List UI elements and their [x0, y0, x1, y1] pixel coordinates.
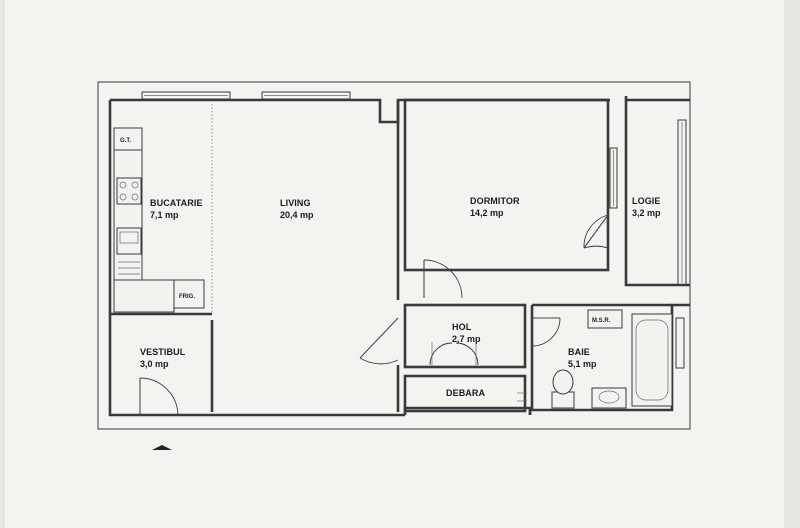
room-logie-area: 3,2 mp — [632, 208, 661, 218]
room-labels: BUCATARIE 7,1 mp LIVING 20,4 mp DORMITOR… — [140, 196, 661, 398]
bathtub-icon — [631, 313, 673, 407]
exterior-walls — [97, 81, 691, 430]
fridge-label: FRIG. — [179, 294, 195, 300]
room-bucatarie-area: 7,1 mp — [150, 210, 179, 220]
room-dormitor-area: 14,2 mp — [470, 208, 504, 218]
room-baie-area: 5,1 mp — [568, 359, 597, 369]
washing-machine-icon — [587, 309, 623, 329]
bathroom-fixtures: M.S.R. — [551, 309, 673, 409]
stove-icon — [116, 177, 142, 205]
room-vestibul-area: 3,0 mp — [140, 359, 169, 369]
fridge-icon — [173, 279, 205, 309]
room-dormitor-name: DORMITOR — [470, 196, 520, 206]
room-hol-area: 2,7 mp — [452, 334, 481, 344]
room-bucatarie-name: BUCATARIE — [150, 198, 203, 208]
washbasin-icon — [591, 387, 627, 409]
gas-boiler-label: G.T. — [120, 138, 131, 144]
entrance-arrow-icon — [152, 445, 172, 450]
room-baie-name: BAIE — [568, 347, 590, 357]
room-debara-name: DEBARA — [446, 388, 486, 398]
windows — [141, 91, 687, 369]
interior-walls — [110, 96, 690, 413]
washing-machine-label: M.S.R. — [592, 318, 611, 324]
room-vestibul-name: VESTIBUL — [140, 347, 186, 357]
room-living-area: 20,4 mp — [280, 210, 314, 220]
room-logie-name: LOGIE — [632, 196, 661, 206]
gas-boiler-icon — [113, 127, 143, 151]
kitchen-fixtures: G.T. FRIG. — [113, 127, 205, 313]
doors — [139, 214, 609, 416]
room-hol-name: HOL — [452, 322, 472, 332]
room-living-name: LIVING — [280, 198, 311, 208]
